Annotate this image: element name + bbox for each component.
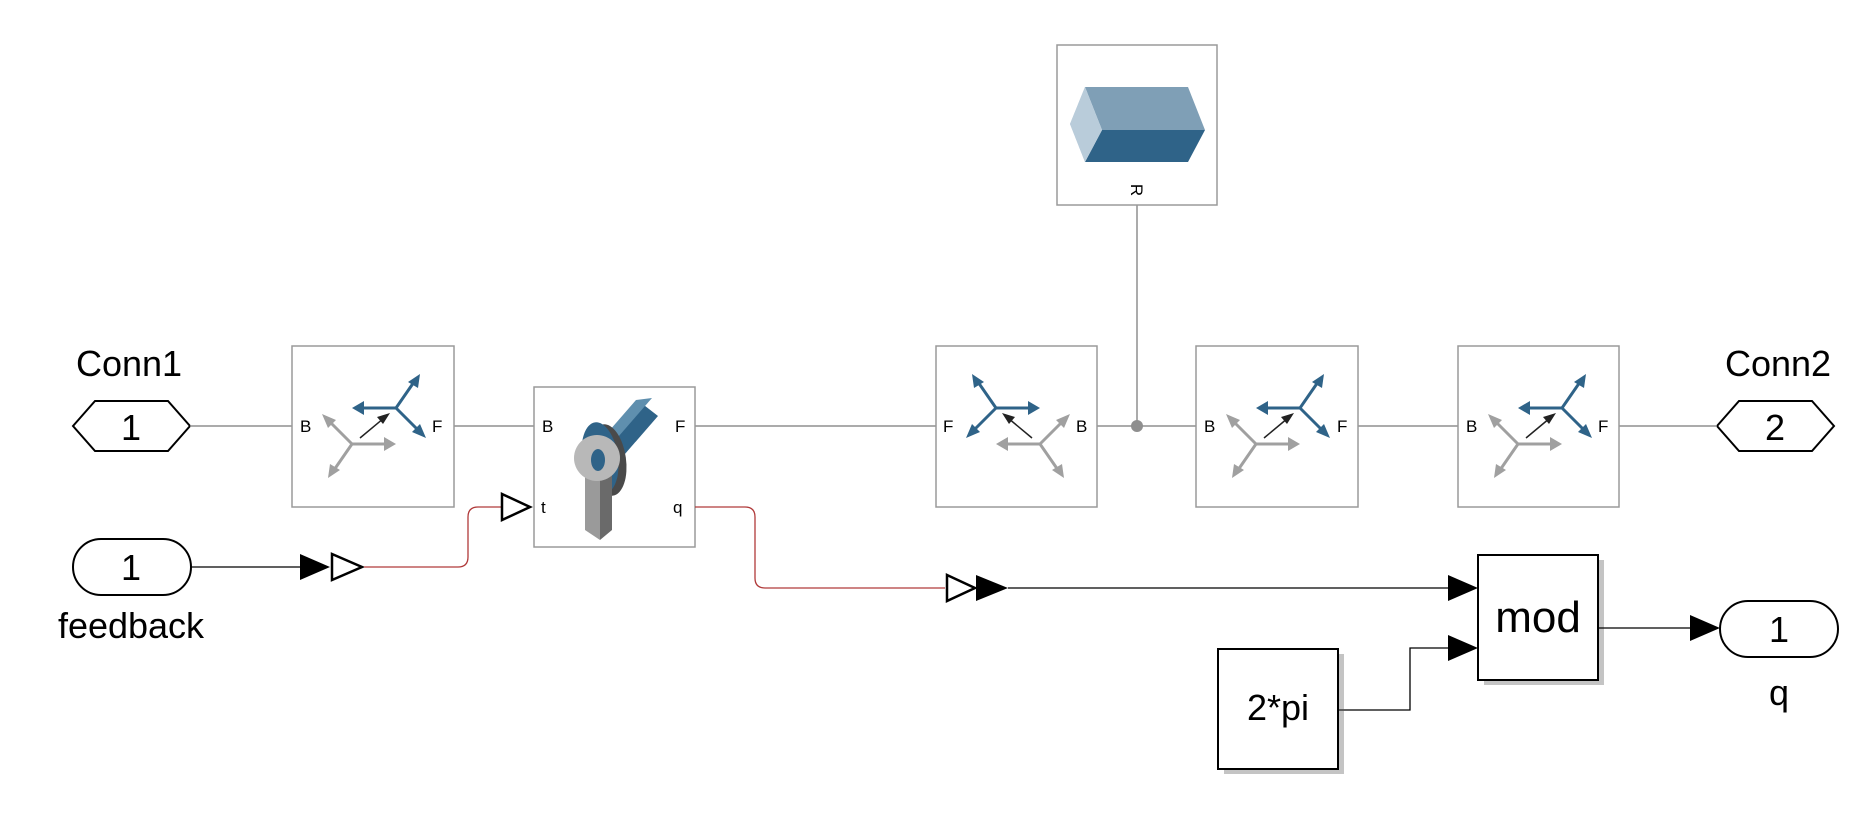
rigid-transform-3[interactable]: B F — [1195, 345, 1359, 508]
transform4-port-b: B — [1466, 417, 1477, 436]
revolute-joint-icon — [574, 398, 658, 540]
brick-icon — [1070, 87, 1205, 162]
transform1-port-b: B — [300, 417, 311, 436]
physical-connections — [190, 205, 1717, 432]
transform2-port-f: F — [943, 417, 953, 436]
solid-block[interactable]: R — [1056, 44, 1218, 206]
feedback-inport[interactable]: 1 — [72, 538, 192, 596]
constant-label: 2*pi — [1247, 687, 1309, 728]
rigid-transform-4[interactable]: B F — [1457, 345, 1620, 508]
rigid-transform-1[interactable]: B F — [291, 345, 455, 508]
joint-port-b: B — [542, 417, 553, 436]
conn1-port[interactable]: 1 — [71, 400, 192, 452]
transform1-port-f: F — [432, 417, 442, 436]
q-outport[interactable]: 1 — [1719, 600, 1839, 658]
transform2-port-b: B — [1076, 417, 1087, 436]
mod-output-signal — [1598, 615, 1720, 641]
conn2-label: Conn2 — [1725, 343, 1831, 384]
transform4-port-f: F — [1598, 417, 1608, 436]
mod-label: mod — [1495, 593, 1581, 642]
joint-port-f: F — [675, 417, 685, 436]
solid-port-r: R — [1127, 184, 1146, 196]
mod-block[interactable]: mod — [1477, 554, 1604, 685]
joint-port-t: t — [541, 498, 546, 517]
q-signal — [695, 506, 1478, 603]
transform3-port-f: F — [1337, 417, 1347, 436]
q-outport-number: 1 — [1769, 609, 1789, 650]
revolute-joint[interactable]: B F t q — [533, 386, 696, 548]
q-outport-label: q — [1769, 672, 1789, 713]
feedback-inport-number: 1 — [121, 547, 141, 588]
joint-port-q: q — [673, 498, 682, 517]
rigid-transform-2[interactable]: F B — [935, 345, 1098, 508]
conn1-number: 1 — [121, 407, 141, 448]
conn1-label: Conn1 — [76, 343, 182, 384]
conn2-port[interactable]: 2 — [1715, 400, 1836, 452]
feedback-label: feedback — [58, 605, 205, 646]
constant-block[interactable]: 2*pi — [1217, 648, 1344, 774]
feedback-signal — [191, 492, 533, 582]
conn2-number: 2 — [1765, 407, 1785, 448]
transform3-port-b: B — [1204, 417, 1215, 436]
constant-signal — [1338, 635, 1478, 711]
